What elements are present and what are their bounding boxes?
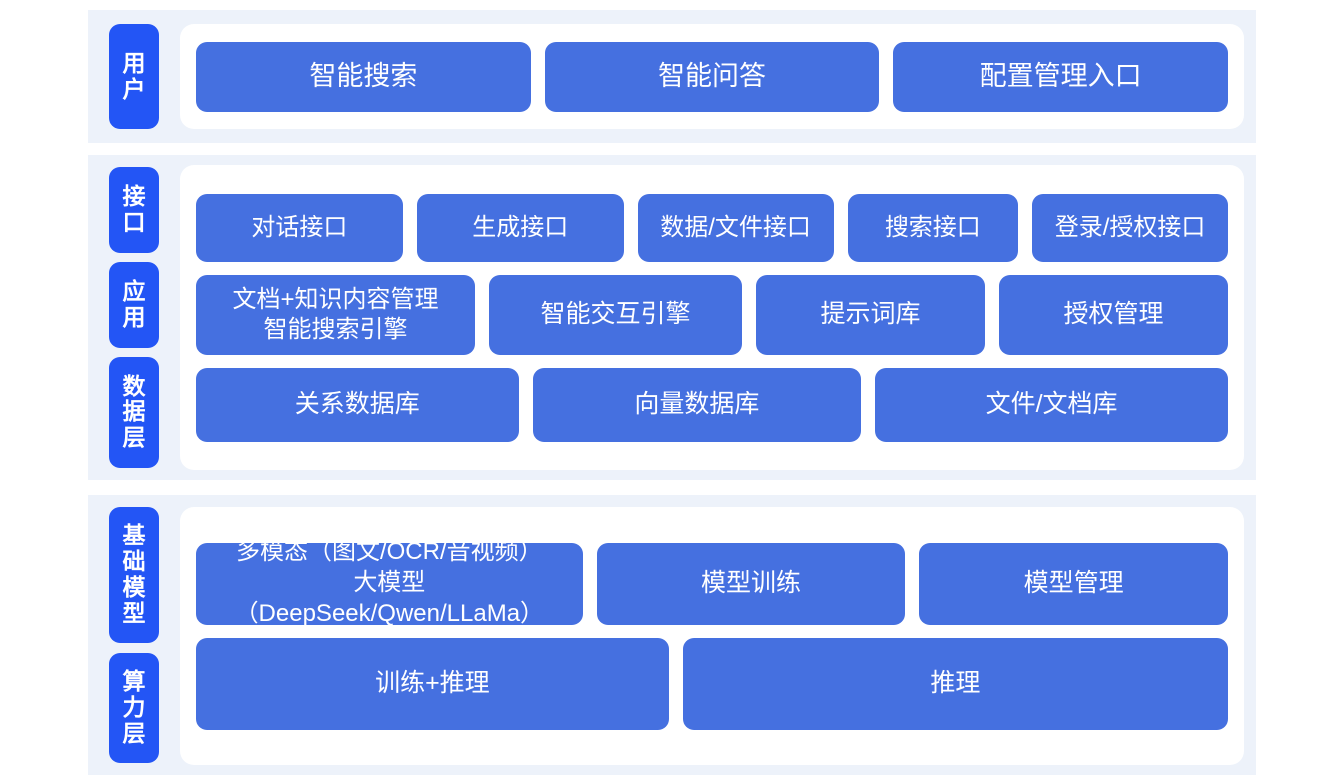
layer-label-foundation-model[interactable]: 基础模型 (109, 507, 159, 643)
card-vector-database[interactable]: 向量数据库 (532, 367, 862, 442)
section-base: 基础模型 算力层 多模态（图文/OCR/音视频） 大模型（DeepSeek/Qw… (88, 495, 1256, 775)
interface-card-row: 对话接口 生成接口 数据/文件接口 搜索接口 登录/授权接口 (196, 193, 1228, 262)
card-login-auth-api[interactable]: 登录/授权接口 (1032, 193, 1228, 262)
layer-label-foundation-model-text: 基础模型 (122, 522, 146, 626)
layer-label-user-text: 用户 (122, 49, 146, 102)
base-label-rail: 基础模型 算力层 (88, 495, 180, 775)
card-intelligent-interaction-engine[interactable]: 智能交互引擎 (489, 274, 742, 355)
card-generation-api[interactable]: 生成接口 (416, 193, 624, 262)
card-authorization-management[interactable]: 授权管理 (999, 274, 1228, 355)
card-multimodal-large-model[interactable]: 多模态（图文/OCR/音视频） 大模型（DeepSeek/Qwen/LLaMa） (196, 538, 583, 627)
card-data-file-api[interactable]: 数据/文件接口 (637, 193, 834, 262)
card-model-management[interactable]: 模型管理 (919, 542, 1228, 625)
application-card-row: 文档+知识内容管理 智能搜索引擎 智能交互引擎 提示词库 授权管理 (196, 274, 1228, 355)
layer-label-user[interactable]: 用户 (109, 24, 159, 129)
middle-panel: 对话接口 生成接口 数据/文件接口 搜索接口 登录/授权接口 文档+知识内容管理… (180, 165, 1244, 470)
layer-label-compute-text: 算力层 (122, 668, 146, 746)
layer-label-application-text: 应用 (122, 277, 146, 330)
card-document-knowledge-management[interactable]: 文档+知识内容管理 智能搜索引擎 (196, 274, 476, 355)
card-search-api[interactable]: 搜索接口 (847, 193, 1019, 262)
card-training-and-inference[interactable]: 训练+推理 (196, 637, 669, 730)
layer-label-application[interactable]: 应用 (109, 261, 159, 348)
user-card-row: 智能搜索 智能问答 配置管理入口 (196, 41, 1229, 112)
layer-label-data[interactable]: 数据层 (109, 356, 159, 468)
user-panel: 智能搜索 智能问答 配置管理入口 (180, 24, 1244, 129)
section-user: 用户 智能搜索 智能问答 配置管理入口 (88, 10, 1256, 143)
card-intelligent-qa[interactable]: 智能问答 (544, 41, 880, 112)
compute-card-row: 训练+推理 推理 (196, 637, 1228, 730)
middle-label-rail: 接口 应用 数据层 (88, 155, 180, 480)
user-label-rail: 用户 (88, 10, 180, 143)
card-file-document-store[interactable]: 文件/文档库 (875, 367, 1228, 442)
data-card-row: 关系数据库 向量数据库 文件/文档库 (196, 367, 1228, 442)
card-config-management-entry[interactable]: 配置管理入口 (893, 41, 1229, 112)
card-relational-database[interactable]: 关系数据库 (196, 367, 519, 442)
base-panel: 多模态（图文/OCR/音视频） 大模型（DeepSeek/Qwen/LLaMa）… (180, 507, 1244, 765)
section-middle: 接口 应用 数据层 对话接口 生成接口 数据/文件接口 搜索接口 登录/授权接口… (88, 155, 1256, 480)
card-inference[interactable]: 推理 (682, 637, 1228, 730)
layer-label-data-text: 数据层 (122, 372, 146, 451)
card-intelligent-search[interactable]: 智能搜索 (196, 41, 531, 112)
card-prompt-library[interactable]: 提示词库 (756, 274, 985, 355)
layer-label-interface-text: 接口 (122, 183, 146, 235)
model-card-row: 多模态（图文/OCR/音视频） 大模型（DeepSeek/Qwen/LLaMa）… (196, 538, 1228, 627)
layer-label-compute[interactable]: 算力层 (109, 652, 159, 763)
card-model-training[interactable]: 模型训练 (596, 542, 906, 625)
layer-label-interface[interactable]: 接口 (109, 167, 159, 253)
card-dialog-api[interactable]: 对话接口 (196, 193, 403, 262)
